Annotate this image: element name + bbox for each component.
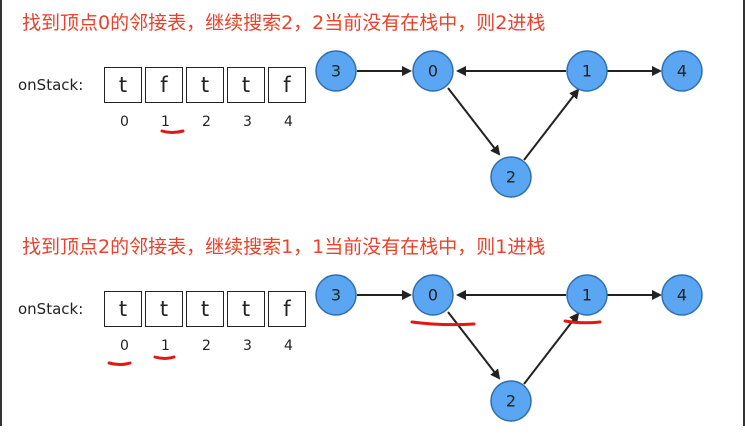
highlight-underline (563, 319, 602, 325)
step-panel-1: 找到顶点0的邻接表，继续搜索2，2当前没有在栈中，则2进栈 onStack: t… (2, 0, 743, 213)
graph-node-4: 4 (661, 50, 703, 92)
onstack-label: onStack: (18, 76, 84, 94)
graph-node-3: 3 (315, 274, 357, 316)
index-label: 4 (284, 114, 293, 130)
graph-node-0: 0 (412, 50, 454, 92)
graph-node-1: 1 (566, 274, 608, 316)
index-label: 2 (202, 114, 211, 130)
svg-text:1: 1 (582, 286, 592, 305)
index-label: 2 (202, 338, 211, 354)
step-title: 找到顶点2的邻接表，继续搜索1，1当前没有在栈中，则1进栈 (22, 236, 546, 258)
onstack-cell: t (186, 67, 224, 103)
svg-text:1: 1 (582, 62, 592, 81)
onstack-label: onStack: (18, 300, 84, 318)
onstack-cell: f (145, 67, 183, 103)
highlight-underline (153, 355, 176, 360)
svg-text:4: 4 (677, 286, 687, 305)
onstack-cell: t (227, 67, 265, 103)
onstack-cell: t (145, 291, 183, 327)
edge-0-to-2 (447, 87, 501, 156)
edge-2-to-1 (523, 88, 580, 161)
svg-text:2: 2 (506, 168, 516, 187)
svg-text:4: 4 (677, 62, 687, 81)
onstack-cell: t (227, 291, 265, 327)
highlight-underline (160, 129, 185, 134)
svg-text:3: 3 (331, 286, 341, 305)
directed-graph: 3 0 1 4 2 (107, 274, 703, 422)
edge-2-to-1 (523, 312, 580, 385)
svg-text:0: 0 (428, 62, 438, 81)
step-title: 找到顶点0的邻接表，继续搜索2，2当前没有在栈中，则2进栈 (22, 12, 546, 34)
svg-text:0: 0 (428, 286, 438, 305)
index-label: 3 (243, 338, 252, 354)
graph-node-2: 2 (490, 156, 532, 198)
onstack-indices: 0 1 2 3 4 (104, 114, 309, 130)
diagram-frame: 找到顶点0的邻接表，继续搜索2，2当前没有在栈中，则2进栈 onStack: t… (0, 0, 745, 426)
index-label: 3 (243, 114, 252, 130)
svg-text:3: 3 (331, 62, 341, 81)
onstack-array: t f t t f (104, 67, 309, 103)
svg-text:2: 2 (506, 392, 516, 411)
graph-node-2: 2 (490, 380, 532, 422)
onstack-cell: t (104, 67, 142, 103)
graph-node-0: 0 (412, 274, 454, 316)
onstack-indices: 0 1 2 3 4 (104, 338, 309, 354)
graph-node-4: 4 (661, 274, 703, 316)
step-panel-2: 找到顶点2的邻接表，继续搜索1，1当前没有在栈中，则1进栈 onStack: t… (2, 224, 743, 437)
onstack-cell: f (268, 67, 306, 103)
index-label: 4 (284, 338, 293, 354)
graph-node-3: 3 (315, 50, 357, 92)
index-label: 0 (120, 114, 129, 130)
graph-node-1: 1 (566, 50, 608, 92)
highlight-underline (410, 320, 476, 327)
onstack-cell: f (268, 291, 306, 327)
highlight-underline (107, 361, 132, 366)
onstack-cell: t (104, 291, 142, 327)
directed-graph: 3 0 1 4 2 (160, 50, 703, 198)
onstack-cell: t (186, 291, 224, 327)
edge-0-to-2 (447, 311, 501, 380)
onstack-array: t t t t f (104, 291, 309, 327)
index-label: 0 (120, 338, 129, 354)
index-label: 1 (161, 338, 170, 354)
index-label: 1 (161, 114, 170, 130)
